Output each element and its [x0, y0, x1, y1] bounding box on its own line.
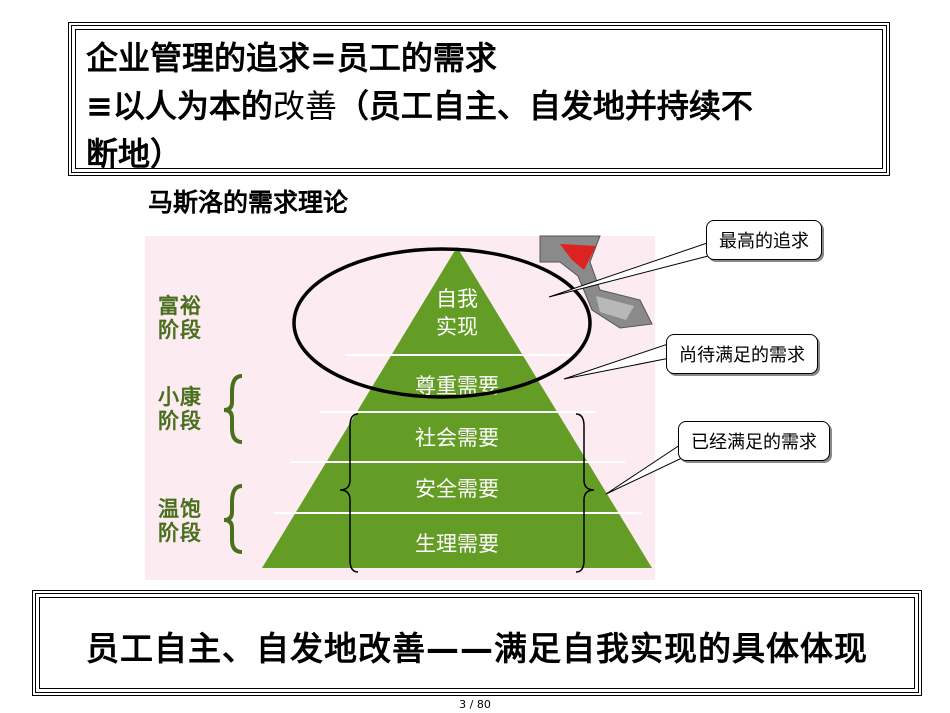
- callout-highest-pursuit: 最高的追求: [706, 220, 822, 260]
- callout-needs-pending: 尚待满足的需求: [666, 334, 818, 374]
- heading-box-inner-border: [75, 29, 883, 169]
- stage-wealthy-line1: 富裕: [158, 294, 202, 318]
- stage-subsistence-line2: 阶段: [158, 521, 202, 545]
- conclusion-box: 员工自主、自发地改善——满足自我实现的具体体现: [32, 590, 922, 696]
- heading-line-2-light: 改善: [272, 87, 337, 125]
- stage-comfortable: 小康 阶段: [158, 385, 202, 433]
- level-physiological: 生理需要: [415, 532, 499, 556]
- level-social: 社会需要: [415, 426, 499, 450]
- stage-subsistence-brace: [223, 484, 243, 554]
- satisfied-needs-left-brace: [339, 413, 359, 573]
- stage-wealthy: 富裕 阶段: [158, 294, 202, 342]
- heading-box: 企业管理的追求=员工的需求 ≡以人为本的改善（员工自主、自发地并持续不 断地）: [68, 22, 890, 176]
- stage-comfortable-line2: 阶段: [158, 409, 202, 433]
- stage-subsistence-line1: 温饱: [158, 497, 202, 521]
- pyramid-shape: [262, 247, 652, 568]
- heading-line-2-prefix: ≡以人为本的: [86, 87, 273, 125]
- level-self-actualization-line1: 自我: [436, 287, 478, 311]
- satisfied-needs-right-brace: [575, 413, 595, 573]
- callout-needs-satisfied: 已经满足的需求: [678, 421, 830, 461]
- level-self-actualization-line2: 实现: [436, 315, 478, 339]
- page-number: 3 / 80: [459, 698, 491, 711]
- callout-bottom-leader: [605, 444, 683, 495]
- heading-line-1: 企业管理的追求=员工的需求: [86, 39, 497, 77]
- stage-wealthy-line2: 阶段: [158, 318, 202, 342]
- conclusion-text: 员工自主、自发地改善——满足自我实现的具体体现: [86, 629, 868, 668]
- stage-comfortable-line1: 小康: [158, 385, 202, 409]
- heading-line-3: 断地）: [86, 135, 183, 173]
- stage-subsistence: 温饱 阶段: [158, 497, 202, 545]
- highlight-ellipse: [292, 247, 592, 399]
- conclusion-box-inner-border: [39, 597, 915, 689]
- heading-line-2-suffix: （员工自主、自发地并持续不: [336, 87, 753, 125]
- level-safety: 安全需要: [415, 477, 499, 501]
- subtitle: 马斯洛的需求理论: [148, 188, 349, 217]
- stage-comfortable-brace: [223, 374, 243, 444]
- heading-line-2: ≡以人为本的改善（员工自主、自发地并持续不: [86, 82, 872, 130]
- heading-text: 企业管理的追求=员工的需求 ≡以人为本的改善（员工自主、自发地并持续不 断地）: [86, 34, 872, 178]
